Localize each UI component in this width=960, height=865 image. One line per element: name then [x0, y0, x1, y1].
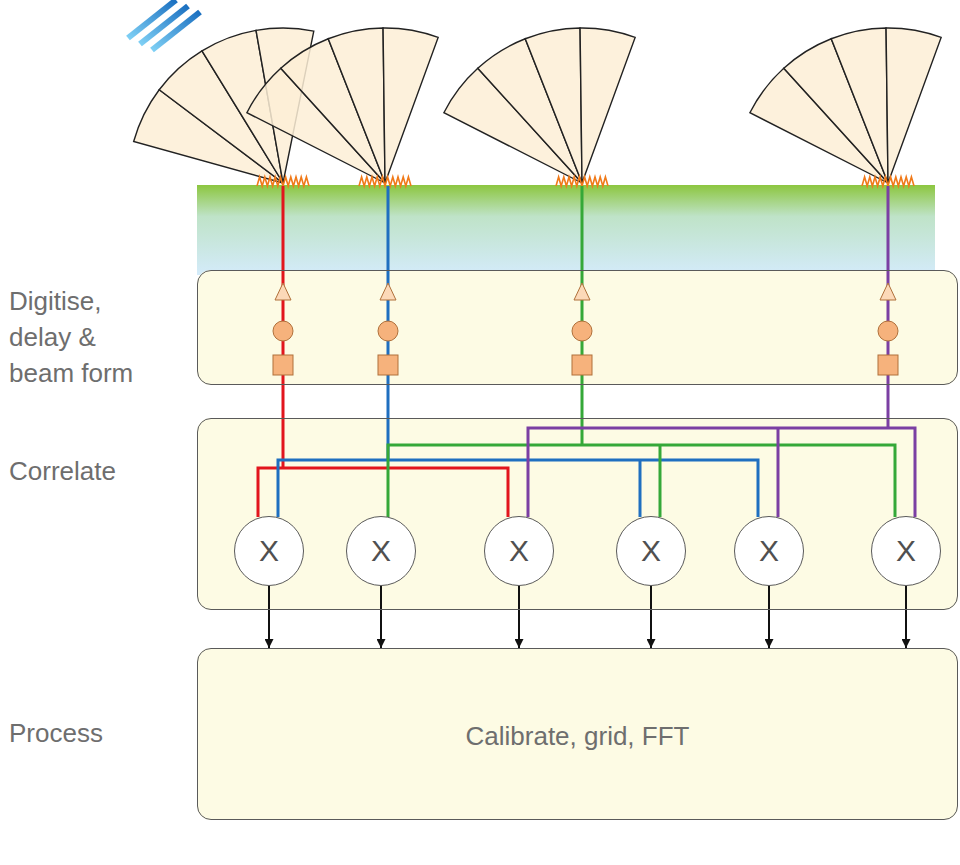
signal-wire — [528, 428, 915, 517]
signal-wire — [639, 460, 642, 517]
output-arrow — [518, 586, 520, 648]
multiply-symbol: X — [759, 535, 779, 567]
output-arrow — [650, 586, 652, 648]
output-arrow — [268, 586, 270, 648]
multiply-symbol: X — [371, 535, 391, 567]
dish-fans — [134, 28, 942, 183]
signal-wire — [777, 428, 780, 517]
multiply-symbol: X — [509, 535, 529, 567]
correlator-circle: X — [346, 516, 416, 586]
delay-symbol — [273, 321, 293, 341]
delay-symbol — [378, 321, 398, 341]
panel-fill — [197, 648, 958, 820]
sky-beam — [128, 0, 200, 50]
fan-wedge — [328, 28, 385, 183]
output-arrow — [768, 586, 770, 648]
digitiser-symbol — [273, 355, 293, 375]
correlator-circle: X — [734, 516, 804, 586]
digitiser-symbol — [378, 355, 398, 375]
digitise-panel: Digitise, delay & beam form — [197, 270, 958, 385]
stage-label: Process — [9, 715, 149, 751]
feed-symbol — [556, 177, 608, 186]
signal-wires — [258, 186, 915, 517]
digitiser-symbol — [572, 355, 592, 375]
dish-fan — [750, 28, 941, 183]
correlator-circle: X — [616, 516, 686, 586]
fan-wedge — [525, 28, 582, 183]
stage-label: Correlate — [9, 453, 149, 489]
signal-wire — [388, 445, 895, 517]
output-arrow — [380, 586, 382, 648]
amplifier-symbol — [574, 283, 590, 300]
output-arrow — [905, 586, 907, 648]
signal-wire — [278, 460, 758, 517]
multiply-symbol: X — [641, 535, 661, 567]
delay-symbol — [878, 321, 898, 341]
correlator-circle: X — [484, 516, 554, 586]
correlator-circle: X — [871, 516, 941, 586]
multiply-symbol: X — [896, 535, 916, 567]
ground-band — [197, 185, 935, 275]
amplifier-symbol — [380, 283, 396, 300]
amplifier-symbol — [275, 283, 291, 300]
feed-symbol — [257, 177, 309, 186]
signal-wire — [258, 468, 508, 517]
multiply-symbol: X — [259, 535, 279, 567]
digitiser-symbol — [878, 355, 898, 375]
fan-wedge — [886, 28, 941, 183]
signal-wire — [887, 186, 890, 428]
dish-fan — [247, 28, 438, 183]
fan-wedge — [831, 28, 888, 183]
fan-wedge — [580, 28, 635, 183]
panel-fill — [197, 270, 958, 385]
signal-wire — [659, 445, 662, 517]
signal-wire — [581, 186, 584, 445]
amplifier-symbol — [880, 283, 896, 300]
dish-fan — [444, 28, 635, 183]
process-steps: Calibrate, grid, FFT — [198, 718, 957, 754]
correlator-circle: X — [234, 516, 304, 586]
fan-wedge — [383, 28, 438, 183]
feed-symbol — [862, 177, 914, 186]
process-panel: ProcessCalibrate, grid, FFT — [197, 648, 958, 820]
delay-symbol — [572, 321, 592, 341]
panel-fill — [197, 418, 958, 610]
receiver-components — [273, 283, 898, 375]
beam-ray — [152, 12, 200, 50]
correlate-panel: CorrelateXXXXXX — [197, 418, 958, 610]
panel-fills — [197, 270, 958, 820]
feed-symbols — [257, 177, 914, 186]
feed-symbol — [359, 177, 411, 186]
stage-label: Digitise, delay & beam form — [9, 283, 149, 391]
